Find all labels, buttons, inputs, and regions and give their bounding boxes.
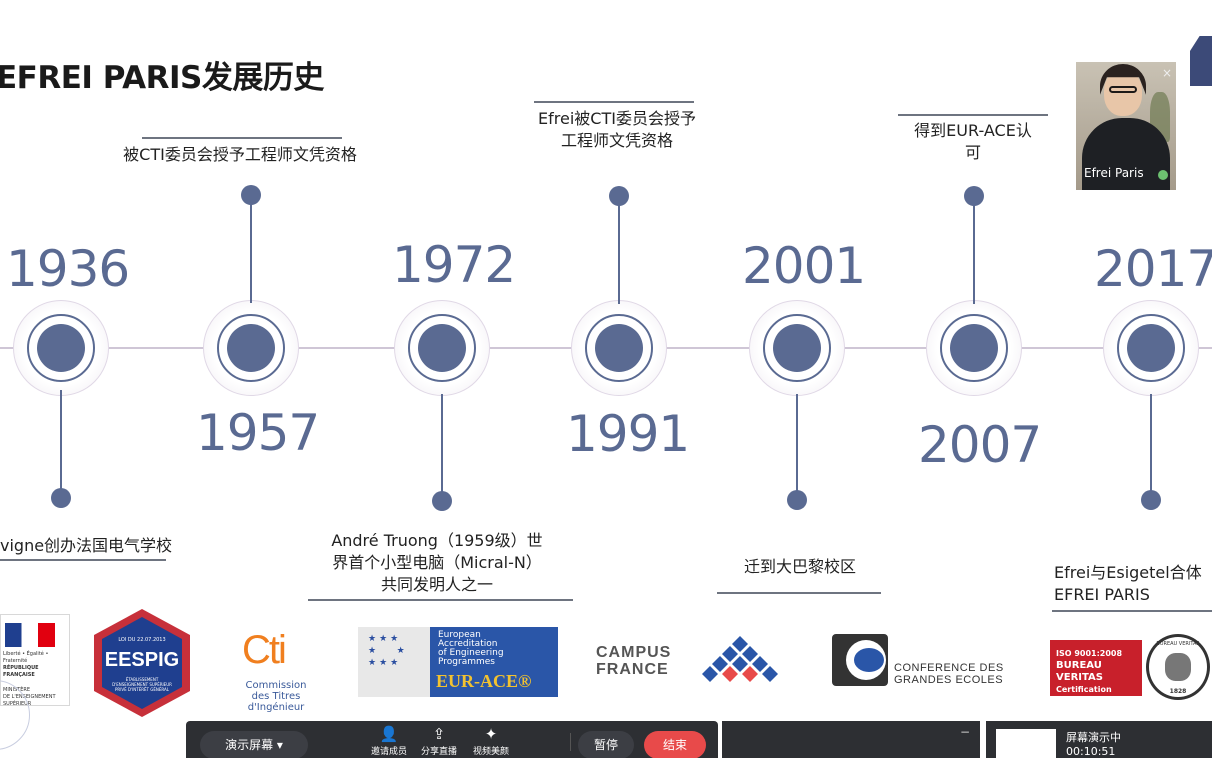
invite-members-button[interactable]: 👤 邀请成员 [366,725,412,757]
pin-1991 [609,186,629,206]
close-icon[interactable]: × [1161,66,1172,80]
year-label-2001: 2001 [742,237,866,295]
pin-1957 [241,185,261,205]
presenter-glasses [1109,86,1137,93]
caption-1957: 被CTI委员会授予工程师文凭资格 [123,145,357,164]
pin-1936 [51,488,71,508]
screen-preview-thumbnail [996,729,1056,758]
year-label-1991: 1991 [566,405,690,463]
caption-2001: 迁到大巴黎校区 [743,557,856,576]
campus-france-diamonds [702,636,778,682]
caption-1936: vigne创办法国电气学校 [0,536,173,555]
caption-1991-line2: 工程师文凭资格 [560,131,673,150]
caption-1972-line2: 界首个小型电脑（Micral-N） [332,553,542,572]
sharing-status-text: 屏幕演示中 [1066,731,1121,744]
timeline-node-2007 [926,300,1022,396]
minimize-icon[interactable]: − [959,725,970,739]
add-user-icon: 👤 [379,725,399,743]
invite-members-label: 邀请成员 [370,747,407,757]
caption-2007-line2: 可 [964,143,981,162]
video-beauty-label: 视频美颜 [472,747,509,757]
share-live-button[interactable]: ⇪ 分享直播 [416,725,462,757]
caption-rule-1972 [308,599,573,601]
caption-1972-line3: 共同发明人之一 [380,575,493,594]
caption-2007-line1: 得到EUR-ACE认 [914,121,1032,140]
timeline-node-2001 [749,300,845,396]
bureau-veritas-logo: ISO 9001:2008 BUREAU VERITAS Certificati… [1050,634,1212,700]
presenter-face [1104,70,1142,116]
caption-1991: Efrei被CTI委员会授予 工程师文凭资格 [522,108,712,152]
pin-2007 [964,186,984,206]
presenter-body [1082,118,1170,190]
sharing-status-panel[interactable]: 屏幕演示中 00:10:51 [986,721,1212,758]
cge-logo: CONFERENCE DES GRANDES ECOLES [832,634,1012,692]
pause-button[interactable]: 暂停 [578,731,634,758]
stem-1936 [60,390,62,498]
sparkle-icon: ✦ [484,725,498,743]
eespig-hexagon-shape [94,609,190,717]
stem-2001 [796,394,798,500]
year-label-1972: 1972 [392,236,516,294]
stem-1972 [441,394,443,502]
corner-decoration [1190,36,1212,86]
pin-1972 [432,491,452,511]
timeline-node-1991 [571,300,667,396]
video-beauty-button[interactable]: ✦ 视频美颜 [468,725,514,757]
share-icon: ⇪ [432,725,446,743]
timeline-node-1972 [394,300,490,396]
caption-rule-2007 [898,114,1048,116]
caption-1991-line1: Efrei被CTI委员会授予 [538,109,696,128]
slide-title: EFREI PARIS发展历史 [0,60,324,96]
present-screen-dropdown[interactable]: 演示屏幕 ▾ [200,731,308,758]
stem-2017 [1150,394,1152,500]
caption-rule-1936 [0,559,166,561]
mic-status-icon [1158,170,1168,180]
timeline-node-1936 [13,300,109,396]
participant-name: Efrei Paris [1084,166,1144,180]
stem-1991 [618,196,620,304]
presenter-video-tile[interactable]: × Efrei Paris [1076,62,1176,190]
caption-2017-line2: EFREI PARIS [1054,585,1150,604]
caption-rule-1991 [534,101,694,103]
year-label-1936: 1936 [6,240,130,298]
caption-1972: André Truong（1959级）世 界首个小型电脑（Micral-N） 共… [312,530,562,596]
end-button[interactable]: 结束 [644,731,706,758]
sharing-status: 屏幕演示中 00:10:51 [1066,731,1121,758]
eur-ace-logo: ★★★★ ★★★★ European Accreditation of Engi… [358,627,558,697]
year-label-2007: 2007 [918,416,1042,474]
stem-1957 [250,195,252,303]
eespig-logo: LOI DU 22.07.2013 EESPIG ÉTABLISSEMENT D… [90,607,194,719]
screenshare-toolbar: 演示屏幕 ▾ 👤 邀请成员 ⇪ 分享直播 ✦ 视频美颜 暂停 结束 [186,721,718,758]
cti-logo: Cti Commission des Titres d'Ingénieur [242,628,307,713]
caption-2007: 得到EUR-ACE认 可 [896,120,1050,164]
stem-2007 [973,196,975,304]
caption-rule-2017 [1052,610,1212,612]
year-label-2017: 2017 [1094,240,1212,298]
pin-2017 [1141,490,1161,510]
campus-france-logo: CAMPUS FRANCE [596,630,792,692]
timeline-node-1957 [203,300,299,396]
timeline-node-2017 [1103,300,1199,396]
caption-2017-line1: Efrei与Esigetel合体 [1054,563,1202,582]
pin-2001 [787,490,807,510]
year-label-1957: 1957 [196,404,320,462]
caption-2017: Efrei与Esigetel合体 EFREI PARIS [1054,562,1212,606]
secondary-panel: − [722,721,980,758]
caption-1972-line1: André Truong（1959级）世 [331,531,543,550]
caption-rule-1957 [142,137,342,139]
elapsed-time: 00:10:51 [1066,745,1116,758]
toolbar-divider [570,733,571,751]
share-live-label: 分享直播 [420,747,457,757]
caption-rule-2001 [717,592,881,594]
